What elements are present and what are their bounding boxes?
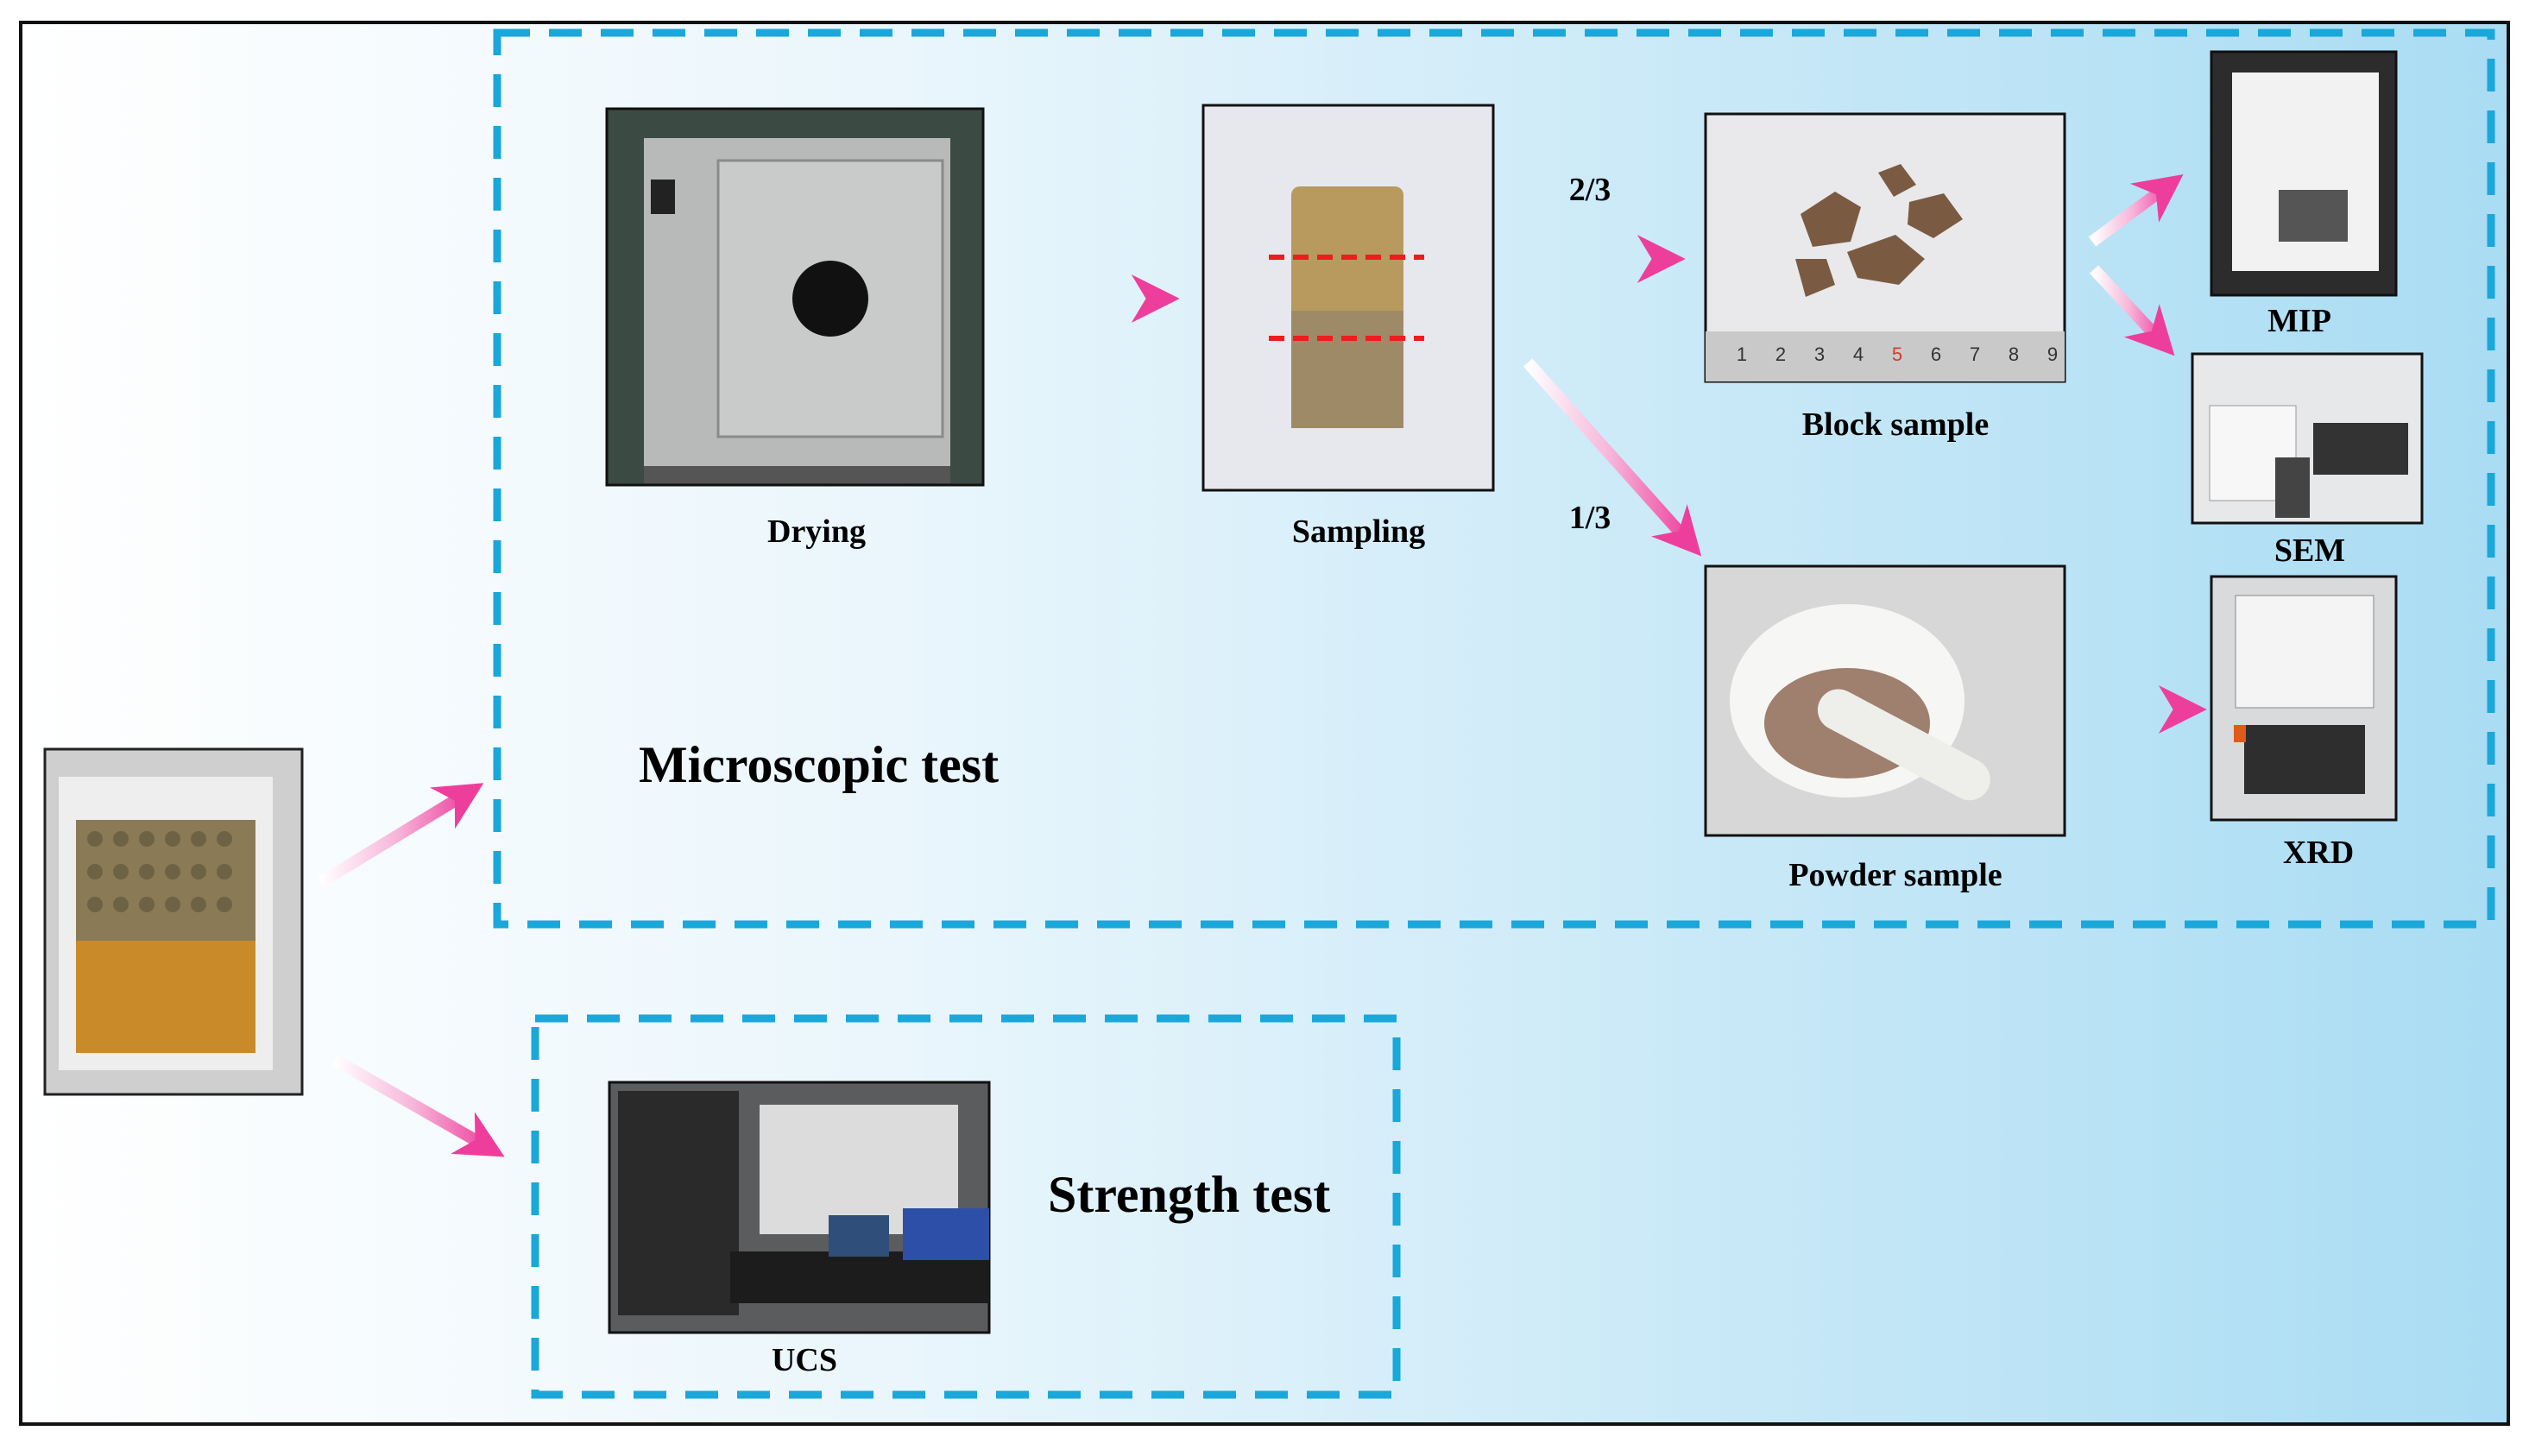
- step-label-sem: SEM: [2274, 533, 2346, 569]
- ruler-tick: 5: [1892, 344, 1902, 365]
- ruler-tick: 1: [1737, 344, 1747, 365]
- ruler-tick: 6: [1931, 344, 1941, 365]
- arrow-tank-to-microscopic: [318, 783, 484, 887]
- oven-photo: [605, 107, 985, 487]
- step-label-ucs: UCS: [771, 1342, 838, 1378]
- mortar-photo: [1704, 564, 2066, 837]
- step-label-block-sample: Block sample: [1801, 407, 1990, 443]
- ruler-tick: 3: [1814, 344, 1825, 365]
- cylinder-photo: [1201, 104, 1495, 492]
- arrow-sampling-to-powder: [1523, 358, 1702, 557]
- ruler-tick: 9: [2047, 344, 2058, 365]
- arrow-block-to-mip: [2088, 174, 2184, 247]
- ruler-tick: 4: [1853, 344, 1864, 365]
- ruler-tick: 7: [1970, 344, 1980, 365]
- step-label-sampling: Sampling: [1291, 514, 1426, 550]
- soak-tank-photo: [43, 747, 304, 1096]
- step-label-xrd: XRD: [2282, 835, 2355, 871]
- sem-photo: [2191, 352, 2424, 525]
- ratio-label-powder: 1/3: [1568, 500, 1611, 536]
- ucs-lab-photo: [608, 1081, 991, 1334]
- section-title-microscopic: Microscopic test: [639, 736, 1000, 793]
- microscopic-test-box: [493, 28, 2495, 929]
- mip-photo: [2210, 50, 2398, 297]
- step-label-mip: MIP: [2267, 303, 2331, 339]
- ruler-tick: 8: [2009, 344, 2019, 365]
- ratio-label-block: 2/3: [1568, 172, 1611, 208]
- step-label-drying: Drying: [767, 514, 866, 550]
- block-fragments-photo: [1704, 112, 2066, 383]
- arrow-block-to-sem: [2089, 265, 2175, 356]
- xrd-photo: [2210, 575, 2398, 822]
- arrow-tank-to-strength: [331, 1054, 505, 1157]
- ruler-ticks: 1 2 3 4 5 6 7 8 9: [1737, 344, 2058, 365]
- step-label-powder-sample: Powder sample: [1788, 857, 2002, 893]
- section-title-strength: Strength test: [1048, 1166, 1331, 1223]
- ruler-tick: 2: [1775, 344, 1786, 365]
- strength-test-box: [531, 1014, 1401, 1399]
